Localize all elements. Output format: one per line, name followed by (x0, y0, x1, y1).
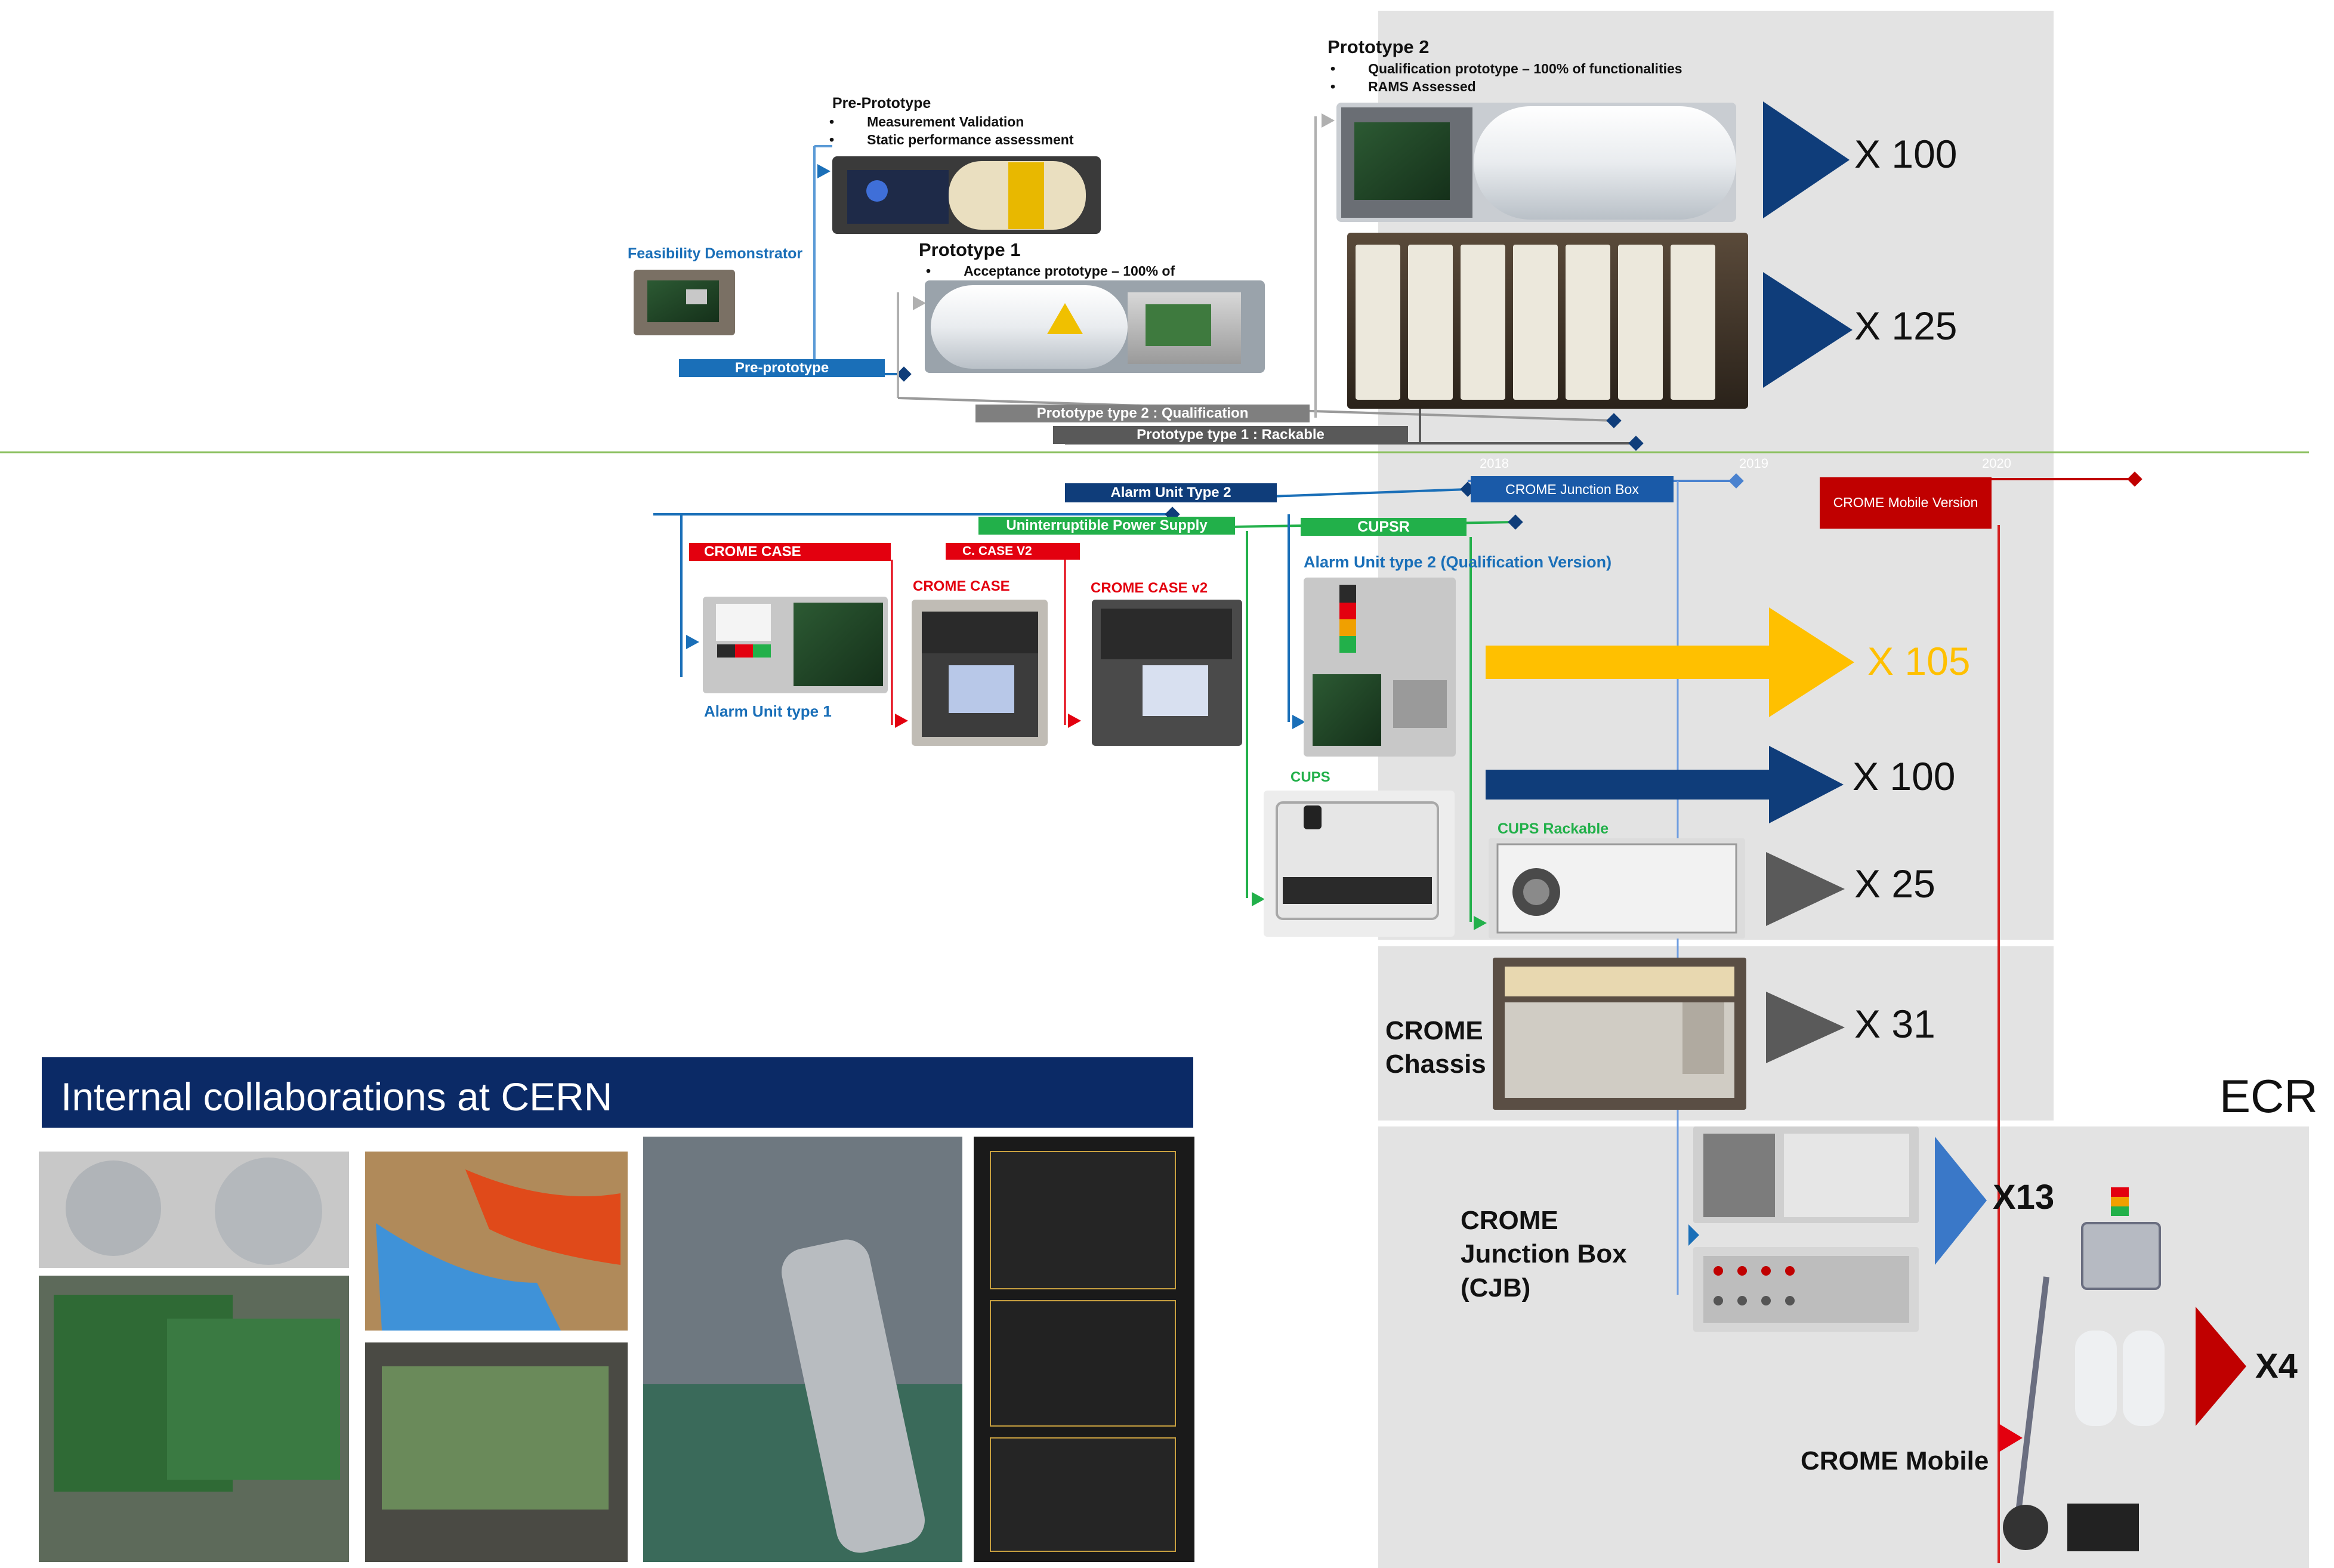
pre-prototype-bar: Pre-prototype (679, 359, 885, 377)
alarm-unit-type1-photo (703, 597, 888, 693)
collab-photo-workshop (643, 1137, 962, 1562)
cups-label: CUPS (1291, 769, 1330, 785)
collab-photo-castings (39, 1152, 349, 1268)
collab-photo-boards-rack (365, 1342, 628, 1562)
pre-prototype-bullet-2-text: Static performance assessment (867, 132, 1074, 147)
mobile-pointer (1999, 1424, 2023, 1452)
alarm-unit-type2-bar: Alarm Unit Type 2 (1065, 483, 1277, 502)
qty-ups: X 100 (1853, 754, 1956, 798)
pre-prototype-bullet-1: •Measurement Validation (829, 114, 1024, 129)
qty-arrow-cupsr (1766, 852, 1845, 926)
prototype-2-pointer (1322, 113, 1335, 128)
cjb-photo-top (1693, 1126, 1919, 1223)
ccase-v2-bar: C. CASE V2 (946, 543, 1080, 560)
crome-case-v2-label: CROME CASE v2 (1091, 580, 1208, 596)
year-2019: 2019 (1739, 456, 1768, 471)
qty-arrow-yellow (1486, 607, 1854, 717)
prototype-1-photo (925, 280, 1265, 373)
prototype-2-bullet-1: •Qualification prototype – 100% of funct… (1330, 61, 1682, 76)
chassis-label-text: CROME Chassis (1385, 1016, 1486, 1079)
qty-alarm-units: X 105 (1867, 639, 1971, 683)
cjb-bar: CROME Junction Box (1471, 476, 1674, 502)
prototype-1-bullet-1: •Acceptance prototype – 100% of (926, 263, 1175, 279)
qty-chassis: X 31 (1854, 1002, 1935, 1046)
collab-photo-pcb-stack (39, 1276, 349, 1562)
cupsr-bar: CUPSR (1301, 518, 1467, 536)
feasibility-label: Feasibility Demonstrator (628, 245, 803, 262)
collab-photo-pcbs (974, 1137, 1194, 1562)
alarm-unit-type2-photo (1304, 578, 1456, 757)
prototype-type2-bar: Prototype type 2 : Qualification (975, 405, 1310, 422)
prototype-2-photo (1336, 103, 1736, 222)
cjb-pointer (1688, 1224, 1699, 1246)
year-2020: 2020 (1982, 456, 2011, 471)
prototype-2-bullet-2-text: RAMS Assessed (1368, 79, 1476, 94)
crome-mobile-photo (2003, 1187, 2165, 1551)
prototype-2-bullet-1-text: Qualification prototype – 100% of functi… (1368, 61, 1682, 76)
collab-photo-cables (365, 1152, 628, 1331)
prototype-2-title: Prototype 2 (1327, 36, 1430, 57)
crome-case-bar: CROME CASE (689, 543, 891, 561)
alarm2-pointer (1292, 715, 1305, 729)
prototype-type1-bar: Prototype type 1 : Rackable (1053, 426, 1408, 444)
crome-case-v2-photo (1092, 600, 1242, 746)
qty-cjb: X13 (1993, 1178, 2055, 1217)
collaborations-title: Internal collaborations at CERN (61, 1075, 613, 1119)
qty-arrow-chassis (1766, 992, 1845, 1063)
crome-case-label: CROME CASE (913, 578, 1010, 594)
cupsr-pointer (1474, 916, 1487, 930)
year-2018: 2018 (1480, 456, 1509, 471)
pre-prototype-title: Pre-Prototype (832, 95, 931, 112)
prototype-1-bullet-1-text: Acceptance prototype – 100% of (964, 263, 1175, 279)
cjb-label-text: CROME Junction Box (CJB) (1461, 1206, 1627, 1302)
prototype-1-pointer (913, 296, 926, 310)
mobile-bar-text: CROME Mobile Version (1833, 495, 1978, 511)
collaborations-banner (42, 1057, 1193, 1128)
chassis-label: CROME Chassis (1385, 1014, 1493, 1082)
qty-arrow-prototype2 (1763, 101, 1850, 218)
prototype-1-title: Prototype 1 (919, 239, 1021, 260)
alarm-unit-type1-label: Alarm Unit type 1 (704, 702, 832, 720)
qty-mobile: X4 (2255, 1347, 2298, 1385)
crome-case-photo (912, 600, 1048, 746)
pre-prototype-pointer (817, 164, 831, 178)
pre-prototype-bullet-1-text: Measurement Validation (867, 114, 1024, 129)
mobile-end-marker (2127, 471, 2142, 487)
qty-arrow-rackable (1763, 272, 1853, 388)
crome-chassis-photo (1493, 958, 1746, 1110)
ecr-title: ECR (2219, 1070, 2318, 1122)
cjb-label: CROME Junction Box (CJB) (1461, 1204, 1666, 1305)
rackable-units-photo (1347, 233, 1748, 409)
qty-rackable: X 125 (1854, 304, 1958, 348)
ups-bar: Uninterruptible Power Supply (978, 517, 1235, 535)
pre-prototype-bullet-2: •Static performance assessment (829, 132, 1074, 147)
feasibility-photo (634, 270, 735, 335)
pre-prototype-photo (832, 156, 1101, 234)
cups-rackable-label: CUPS Rackable (1498, 820, 1609, 837)
qty-prototype2: X 100 (1854, 132, 1958, 176)
cups-rackable-photo (1489, 838, 1745, 939)
mobile-bar: CROME Mobile Version (1820, 477, 1992, 529)
alarm-unit-type2-label: Alarm Unit type 2 (Qualification Version… (1304, 553, 1612, 571)
ccase-v2-pointer (1068, 714, 1081, 728)
cjb-photo-bottom (1693, 1247, 1919, 1332)
cups-photo (1264, 791, 1455, 937)
qty-cups-rackable: X 25 (1854, 862, 1935, 906)
cups-pointer (1252, 892, 1265, 906)
crome-case-pointer (895, 714, 908, 728)
alarm1-pointer (686, 635, 699, 649)
qty-arrow-cjb (1935, 1137, 1987, 1265)
qty-arrow-mobile (2196, 1307, 2246, 1426)
prototype-2-bullet-2: •RAMS Assessed (1330, 79, 1476, 94)
qty-arrow-navy (1486, 746, 1844, 823)
crome-mobile-label: CROME Mobile (1801, 1446, 1989, 1476)
